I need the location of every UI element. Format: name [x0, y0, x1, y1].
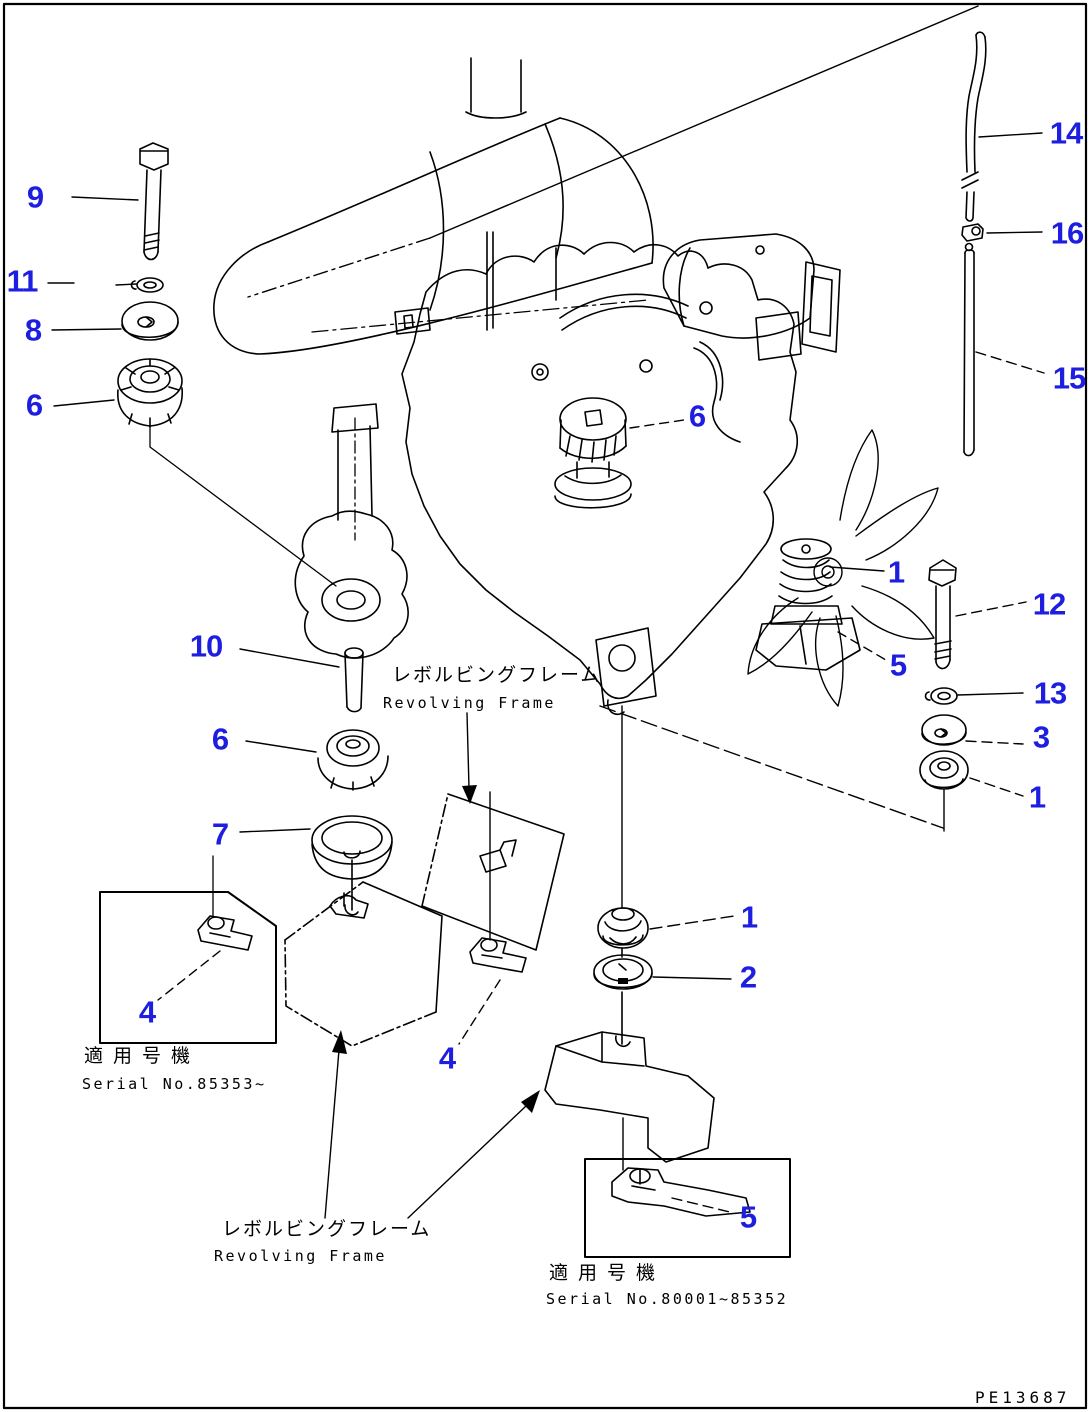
- exhaust-pipe: [465, 57, 527, 119]
- callout-9: 9: [26, 179, 44, 215]
- frame-plane-lines: [247, 5, 979, 829]
- part-bolt-12: [928, 559, 957, 670]
- part-plate-8: [121, 301, 179, 341]
- part-cup-2: [593, 954, 653, 990]
- part-mount-1-right: [919, 750, 969, 832]
- engine-mount-assembly-1: [755, 538, 861, 671]
- muffler: [213, 117, 654, 355]
- callout-1-engine: 1: [887, 554, 905, 590]
- frame-label-mid-jp: レボルビングフレーム: [392, 664, 602, 686]
- callout-14: 14: [1049, 115, 1083, 151]
- part-clamp-16: [961, 223, 984, 242]
- serial-box-left-frame: [99, 891, 277, 1044]
- mount-6-engine: [554, 397, 632, 509]
- part-rod-15: [963, 242, 975, 457]
- serial-note-left-jp: 適用号機: [84, 1045, 201, 1067]
- callout-16: 16: [1050, 215, 1084, 251]
- serial-box-bottom-frame: [584, 1158, 791, 1258]
- callout-10: 10: [189, 628, 223, 664]
- frame-label-bottom-jp: レボルビングフレーム: [222, 1218, 432, 1240]
- part-mount-6-midleft: [317, 729, 389, 791]
- rear-mount-bracket: [595, 627, 657, 716]
- frame-label-mid-en: Revolving Frame: [383, 694, 556, 712]
- bracket-4-mid: [469, 937, 527, 973]
- page-code: PE13687: [975, 1388, 1071, 1407]
- serial-note-bottom-en: Serial No.80001~85352: [546, 1290, 789, 1308]
- callout-3: 3: [1032, 719, 1050, 755]
- leader-lines: [47, 132, 1045, 1214]
- part-bolt-9: [139, 142, 169, 261]
- callout-2: 2: [739, 959, 757, 995]
- callout-1-right: 1: [1028, 779, 1046, 815]
- part-mount-1-mid: [597, 907, 649, 949]
- callout-4-mid: 4: [438, 1040, 456, 1076]
- part-mount-6-left: [117, 358, 337, 587]
- part-cup-7: [311, 815, 393, 880]
- callout-6-engine: 6: [688, 398, 706, 434]
- callout-8: 8: [24, 312, 42, 348]
- callout-7: 7: [211, 816, 229, 852]
- callout-5-bottom: 5: [739, 1199, 757, 1235]
- fan: [747, 429, 939, 707]
- serial-note-bottom-jp: 適用号機: [549, 1262, 666, 1284]
- engine-block: [311, 231, 841, 700]
- engine-foot-bracket: [294, 403, 409, 659]
- part-tube-14: [961, 31, 987, 222]
- serial-note-left-en: Serial No.85353~: [82, 1075, 267, 1093]
- frame-cover-mid: [421, 791, 565, 951]
- callout-6-left: 6: [25, 387, 43, 423]
- callout-11: 11: [6, 263, 39, 299]
- callout-15: 15: [1052, 360, 1086, 396]
- callout-12: 12: [1032, 586, 1066, 622]
- part-washer-13: [924, 687, 958, 705]
- callout-4-left: 4: [138, 994, 156, 1030]
- callout-1-mid: 1: [740, 899, 758, 935]
- guard-cover-bottom: [544, 1031, 715, 1163]
- bracket-4-left: [197, 915, 253, 951]
- frame-label-bottom-en: Revolving Frame: [214, 1247, 387, 1265]
- part-washer-11: [130, 277, 164, 293]
- axis-line-3: [615, 991, 631, 1048]
- placement-arrows: [324, 712, 540, 1219]
- frame-cover-left: [284, 859, 443, 1047]
- callout-5-engine: 5: [889, 647, 907, 683]
- bracket-5-bottom: [611, 1167, 751, 1217]
- callout-13: 13: [1033, 675, 1067, 711]
- part-plate-3: [921, 714, 967, 746]
- part-pin-10: [344, 647, 364, 713]
- callout-6-midleft: 6: [211, 721, 229, 757]
